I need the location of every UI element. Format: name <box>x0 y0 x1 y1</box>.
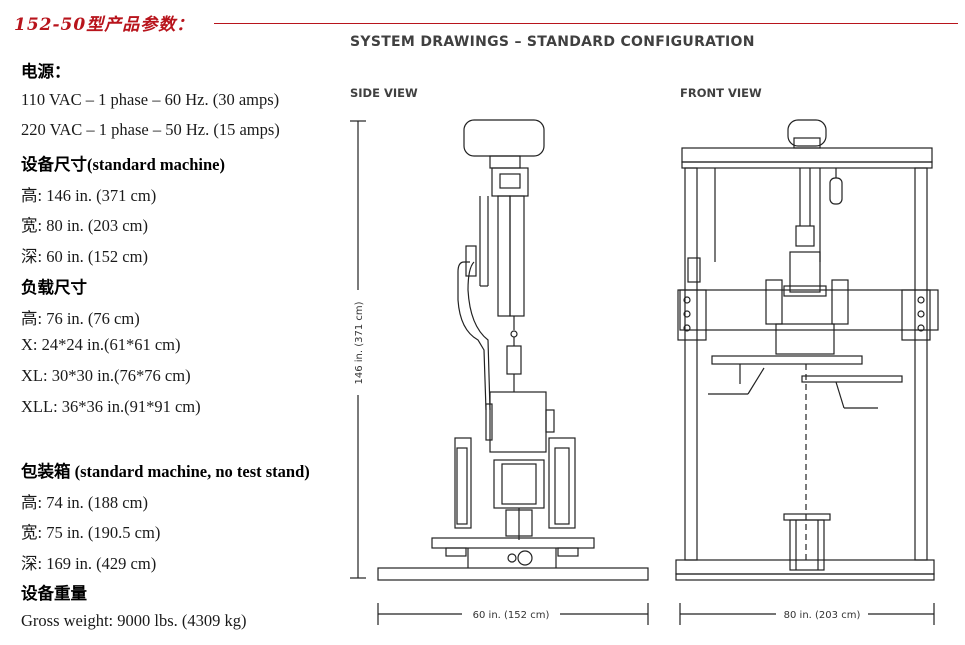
height-dimension <box>350 120 366 579</box>
side-width-label: 60 in. (152 cm) <box>473 610 550 621</box>
spec-line-1: 110 VAC – 1 phase – 60 Hz. (30 amps) <box>21 90 280 109</box>
front-view-drawing <box>675 119 939 581</box>
spec-line-13: 高: 74 in. (188 cm) <box>21 493 148 512</box>
front-width-label: 80 in. (203 cm) <box>784 610 861 621</box>
title-rule <box>214 23 958 24</box>
spec-line-16: 设备重量 <box>21 584 87 603</box>
spec-line-3: 设备尺寸(standard machine) <box>21 155 225 174</box>
spec-line-12: 包装箱 (standard machine, no test stand) <box>21 462 310 481</box>
side-width-dimension <box>377 603 649 625</box>
spec-line-2: 220 VAC – 1 phase – 50 Hz. (15 amps) <box>21 120 280 139</box>
page-title: 152-50型产品参数： <box>14 15 195 35</box>
spec-line-6: 深: 60 in. (152 cm) <box>21 247 148 266</box>
height-dimension-label: 146 in. (371 cm) <box>354 301 365 384</box>
front-view-label: FRONT VIEW <box>680 86 762 100</box>
side-view-label: SIDE VIEW <box>350 86 418 100</box>
spec-line-4: 高: 146 in. (371 cm) <box>21 186 157 205</box>
spec-line-10: XL: 30*30 in.(76*76 cm) <box>21 366 191 385</box>
spec-line-9: X: 24*24 in.(61*61 cm) <box>21 335 181 354</box>
spec-line-17: Gross weight: 9000 lbs. (4309 kg) <box>21 611 247 630</box>
system-drawings: 146 in. (371 cm) 60 in. (152 cm) 80 in. … <box>350 119 939 625</box>
drawings-title: SYSTEM DRAWINGS – STANDARD CONFIGURATION <box>350 34 755 50</box>
spec-line-7: 负载尺寸 <box>21 278 87 297</box>
spec-line-15: 深: 169 in. (429 cm) <box>21 554 157 573</box>
front-width-dimension <box>679 603 935 625</box>
spec-line-5: 宽: 80 in. (203 cm) <box>21 216 148 235</box>
spec-line-0: 电源： <box>21 62 71 81</box>
side-view-drawing <box>377 119 649 581</box>
page-header: 152-50型产品参数： <box>8 10 958 35</box>
spec-line-11: XLL: 36*36 in.(91*91 cm) <box>21 397 201 416</box>
spec-line-14: 宽: 75 in. (190.5 cm) <box>21 523 161 542</box>
spec-line-8: 高: 76 in. (76 cm) <box>21 309 140 328</box>
